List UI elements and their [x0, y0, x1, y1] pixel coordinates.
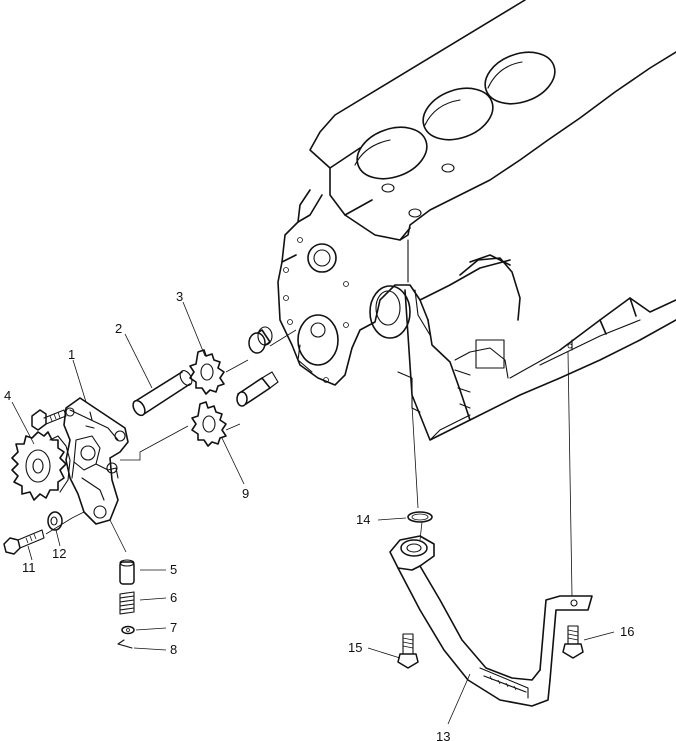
bolt-15 [397, 633, 419, 669]
callout-1: 1 [68, 347, 75, 362]
spring-6 [119, 591, 135, 615]
bushing [248, 326, 273, 354]
bolt-11 [3, 529, 45, 555]
gear-bolt [31, 409, 67, 431]
pump-shaft [132, 370, 193, 417]
leader-lines [11, 301, 615, 725]
callout-13: 13 [436, 729, 450, 741]
o-ring-14 [407, 511, 433, 523]
bolt-11-leader [45, 511, 85, 535]
callout-9: 9 [242, 486, 249, 501]
callout-6: 6 [170, 590, 177, 605]
pump-gear-upper [189, 349, 225, 395]
pin [236, 371, 279, 407]
callout-15: 15 [348, 640, 362, 655]
washer-12 [47, 511, 63, 531]
callout-12: 12 [52, 546, 66, 561]
callout-3: 3 [176, 289, 183, 304]
valve-leader [109, 519, 127, 553]
callout-labels: 1 2 3 4 5 6 7 8 9 11 12 13 14 15 16 [4, 289, 634, 741]
callout-14: 14 [356, 512, 370, 527]
engine-block [277, 0, 676, 441]
callout-7: 7 [170, 620, 177, 635]
callout-16: 16 [620, 624, 634, 639]
bolt-16 [562, 625, 584, 659]
relief-valve-5 [119, 559, 135, 585]
pump-gear-lower [191, 401, 227, 447]
bracket-centerline [567, 351, 573, 597]
callout-8: 8 [170, 642, 177, 657]
oil-pump-body [63, 397, 129, 525]
suction-pipe-13 [389, 535, 593, 707]
callout-5: 5 [170, 562, 177, 577]
seat-7 [121, 625, 135, 635]
assembly-centerline [120, 329, 297, 461]
drive-gear [11, 431, 71, 501]
pin-8 [117, 639, 133, 649]
callout-11: 11 [22, 560, 36, 575]
callout-4: 4 [4, 388, 11, 403]
callout-2: 2 [115, 321, 122, 336]
